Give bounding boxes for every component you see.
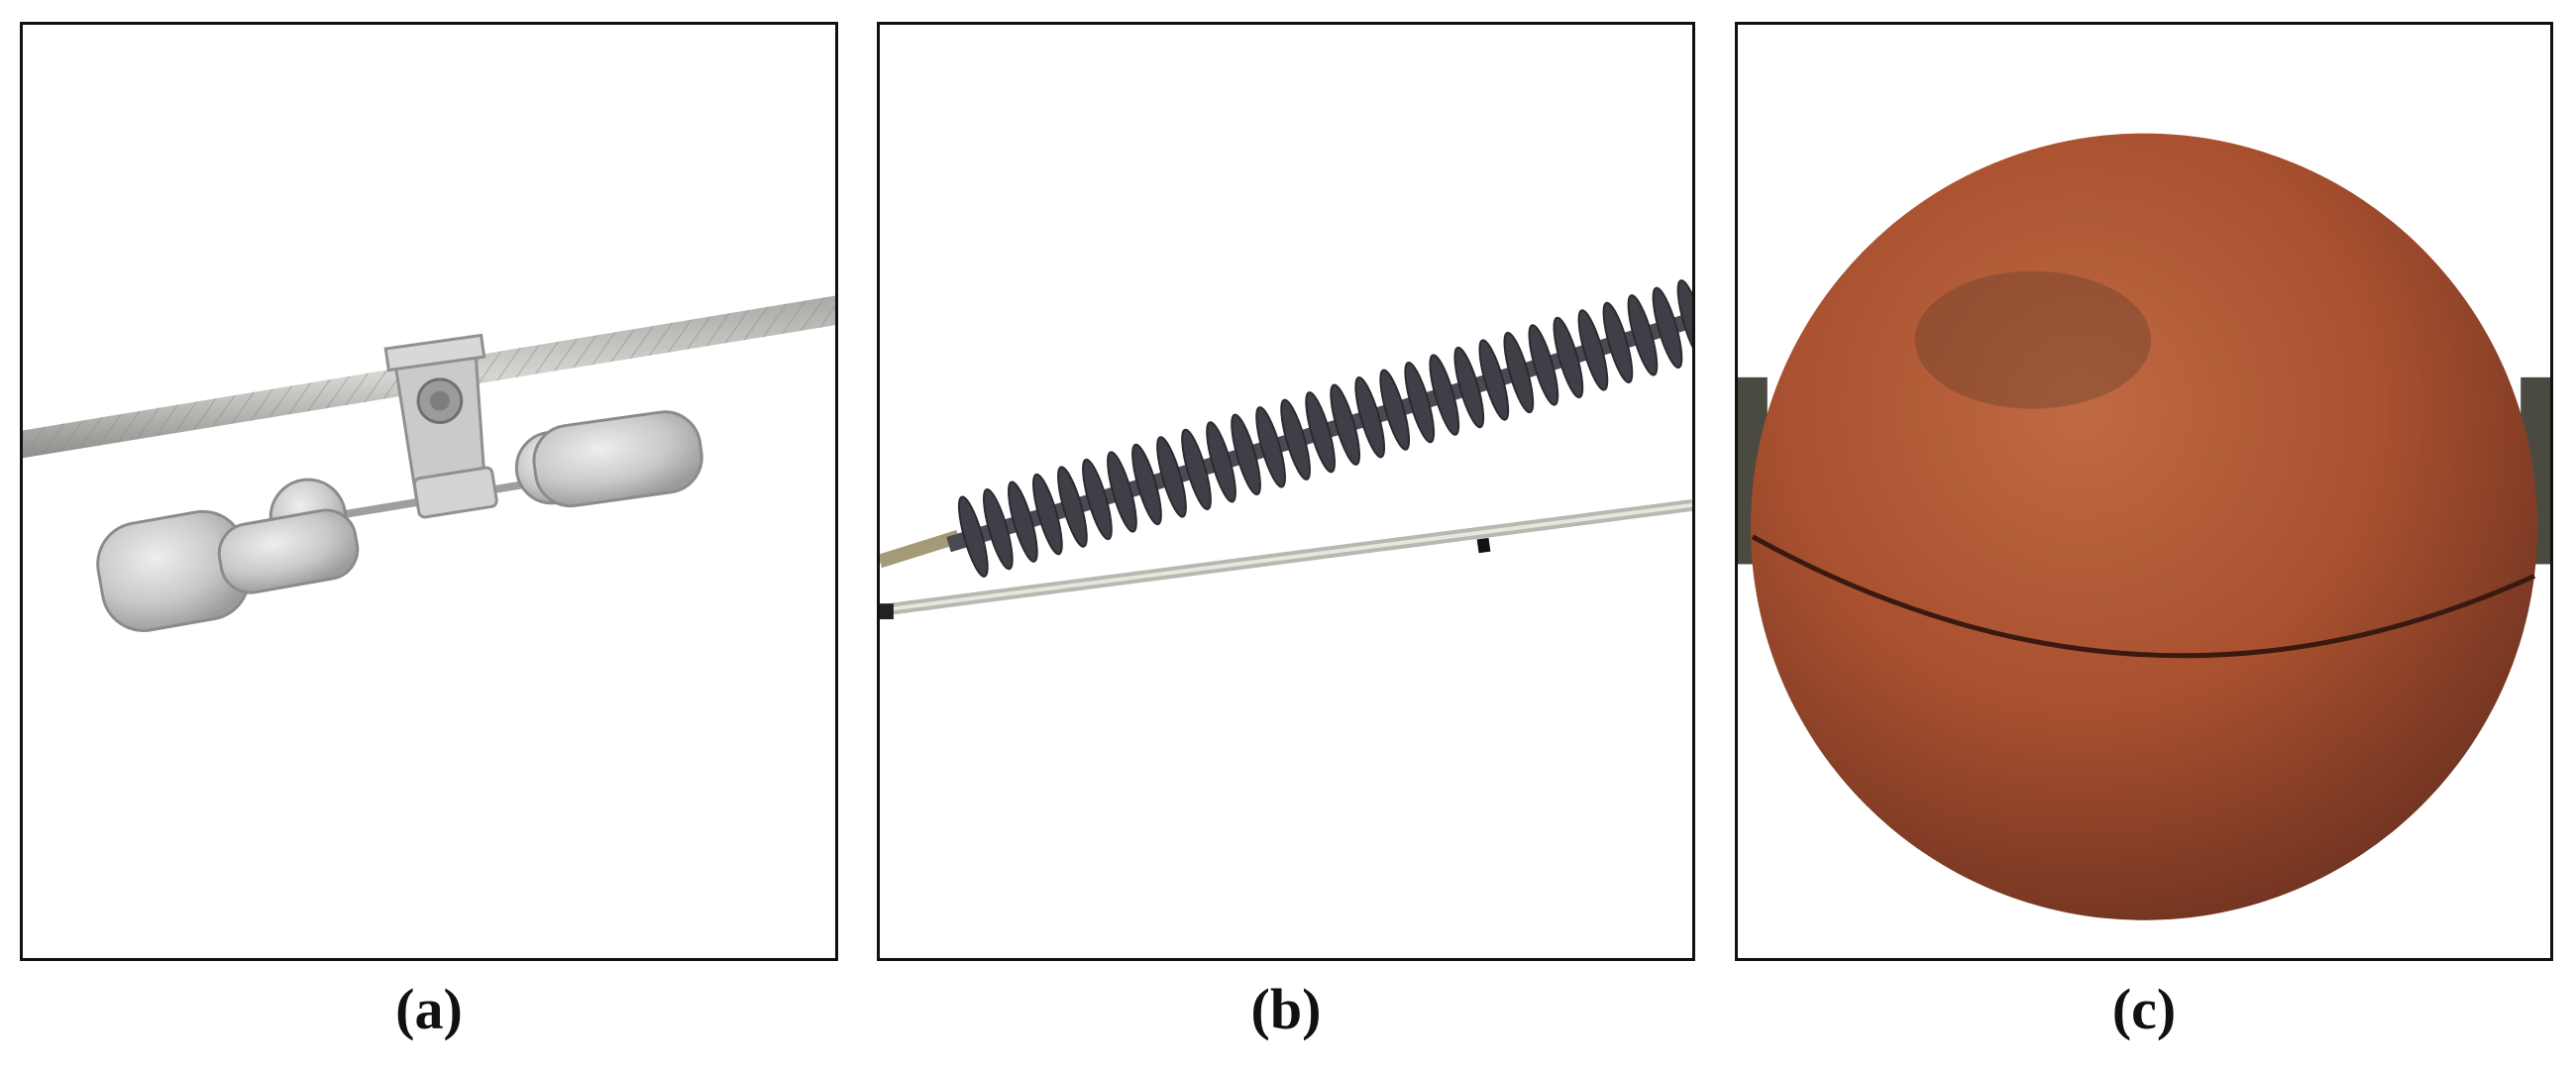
marker-ball-illustration: [1738, 133, 2550, 920]
insulator-shed: [1305, 391, 1336, 474]
insulator-shed: [1379, 369, 1411, 451]
insulator-shed: [1255, 406, 1286, 488]
insulator-shed: [1131, 443, 1162, 526]
insulator-shed: [957, 495, 989, 578]
insulator-shed: [1206, 421, 1236, 503]
insulator-shed: [1503, 331, 1535, 414]
insulator-shed: [1627, 294, 1659, 376]
insulator-shed: [1181, 428, 1212, 511]
panel-a-image: [20, 22, 838, 961]
insulator-shed: [1107, 451, 1137, 533]
insulator-shed: [1478, 339, 1510, 421]
insulator-shed: [982, 487, 1014, 571]
insulator-shed: [1453, 346, 1485, 429]
marker-ball: [1750, 133, 2538, 920]
insulator-shed: [1008, 481, 1038, 563]
insulator-shed: [1429, 354, 1460, 436]
panel-b-image: [877, 22, 1695, 961]
insulator-shed: [1528, 324, 1559, 406]
end-fitting: [880, 530, 961, 569]
insulator-shed: [1330, 383, 1361, 466]
insulator-shed: [1404, 361, 1436, 444]
insulator-shed: [1057, 466, 1088, 548]
insulator-shed: [1156, 436, 1187, 518]
damper-weight-left: [96, 478, 360, 632]
panel-c-image: [1735, 22, 2553, 961]
panel-c-caption: (c): [2111, 977, 2177, 1041]
panel-a-caption: (a): [395, 977, 463, 1041]
panel-b-caption: (b): [1250, 977, 1322, 1041]
insulator-sheds: [957, 279, 1692, 578]
insulator-shed: [1354, 376, 1386, 459]
composite-insulator-illustration: [880, 279, 1692, 620]
damper-clamp: [383, 333, 498, 519]
insulator-shed: [1652, 286, 1683, 369]
insulator-shed: [1602, 301, 1634, 384]
insulator-shed: [1231, 413, 1261, 495]
insulator-shed: [1553, 316, 1584, 399]
stockbridge-damper-illustration: [23, 295, 835, 632]
insulator-shed: [1032, 473, 1063, 556]
insulator-shed: [1082, 458, 1113, 541]
insulator-shed: [1280, 398, 1311, 481]
insulator-shed: [1577, 309, 1609, 391]
damper-weight-right: [514, 410, 703, 508]
insulator-shed: [1676, 279, 1692, 362]
hemisphere-seam: [1751, 534, 2536, 659]
